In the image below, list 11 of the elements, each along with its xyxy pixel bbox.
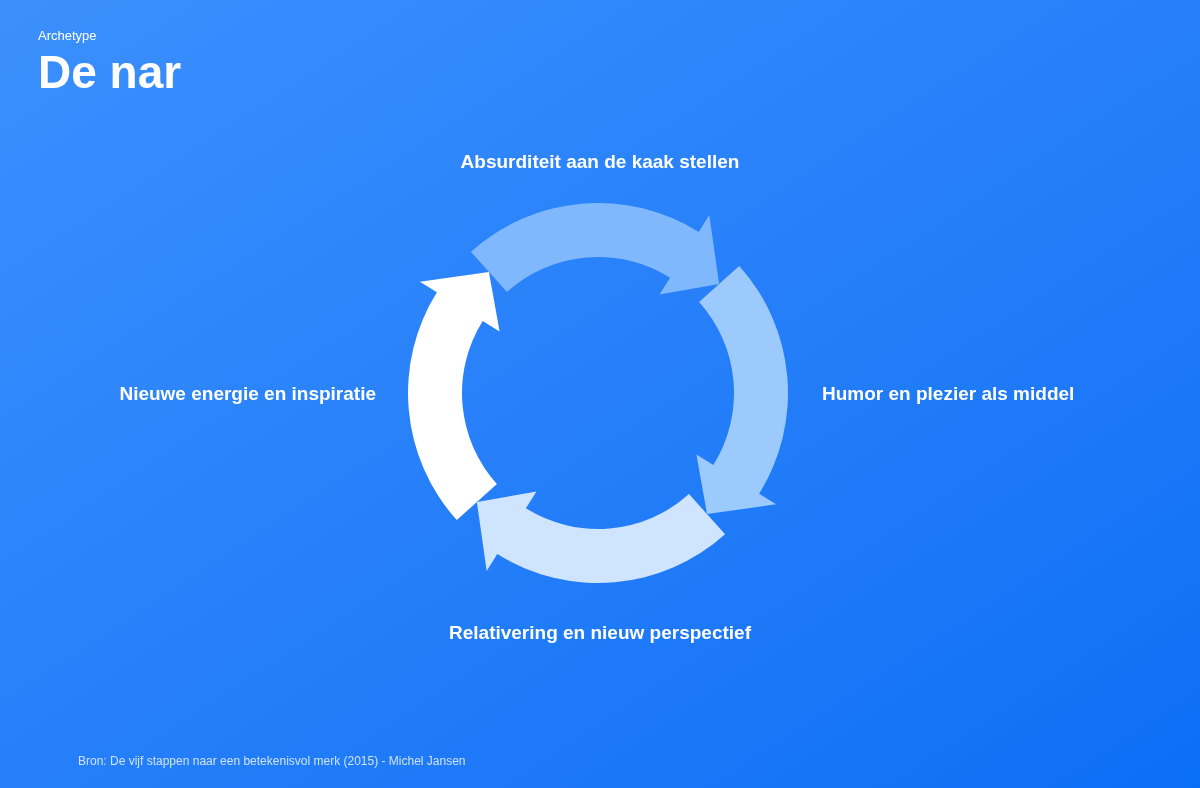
curved-arrow <box>408 271 500 521</box>
curved-arrow <box>470 203 720 295</box>
source-note: Bron: De vijf stappen naar een betekenisvol merk (2015) - Michel Jansen <box>78 753 466 770</box>
stage-label: Absurditeit aan de kaak stellen <box>300 148 900 177</box>
stage-label: Humor en plezier als middel <box>822 380 1192 409</box>
subtitle: Archetype <box>38 27 97 45</box>
stage-label: Nieuwe energie en inspiratie <box>20 380 376 409</box>
stage-label: Relativering en nieuw perspectief <box>300 619 900 648</box>
title: De nar <box>38 45 182 100</box>
curved-arrow <box>476 491 726 583</box>
curved-arrow <box>696 265 788 515</box>
